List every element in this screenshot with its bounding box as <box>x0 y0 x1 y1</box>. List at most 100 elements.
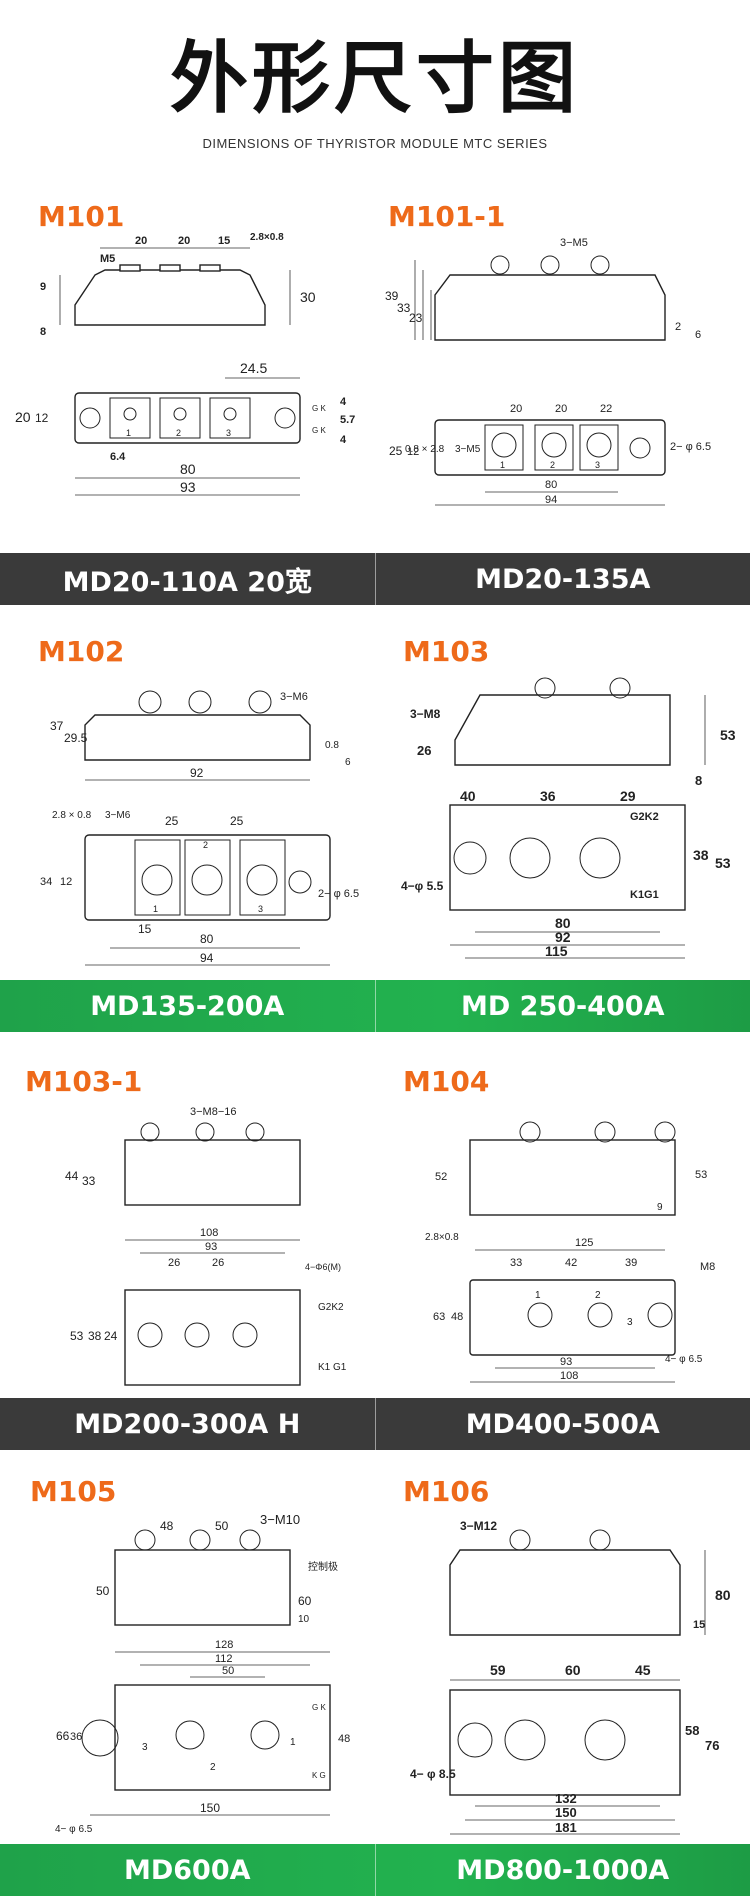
drawing-cell-m101: M101 M5 20 20 15 2.8×0.8 9 30 8 24.5 20 … <box>0 170 375 500</box>
svg-text:10: 10 <box>298 1614 310 1625</box>
model-name-right: MD800-1000A <box>456 1854 670 1886</box>
svg-text:4−φ 5.5: 4−φ 5.5 <box>401 879 444 893</box>
svg-text:2: 2 <box>675 321 681 333</box>
svg-text:9: 9 <box>657 1202 663 1213</box>
svg-text:1: 1 <box>290 1737 296 1748</box>
svg-text:25: 25 <box>165 814 179 828</box>
row-4: M105 48 50 3−M10 控制极 50 60 10 128 112 50… <box>0 1460 750 1840</box>
svg-text:1: 1 <box>153 904 158 914</box>
svg-text:26: 26 <box>212 1257 224 1269</box>
dimension-drawing: 3−M12 80 15 59 60 45 58 76 4− φ 8.5 132 … <box>410 1519 731 1835</box>
svg-text:53: 53 <box>695 1169 707 1181</box>
svg-text:G2K2: G2K2 <box>630 811 659 823</box>
drawing-cell-m106: M106 3−M12 80 15 59 60 45 58 76 4− φ 8.5… <box>375 1460 750 1840</box>
svg-text:59: 59 <box>490 1662 506 1678</box>
svg-text:12: 12 <box>60 876 72 888</box>
svg-text:80: 80 <box>180 461 196 477</box>
svg-text:36: 36 <box>70 1731 82 1743</box>
svg-text:3: 3 <box>258 904 263 914</box>
svg-text:3: 3 <box>595 460 600 470</box>
svg-text:66: 66 <box>56 1729 70 1743</box>
svg-text:60: 60 <box>298 1594 312 1608</box>
dimension-drawing: 3−M6 37 29.5 0.8 6 92 2.8 × 0.8 3−M6 25 … <box>40 690 359 966</box>
model-label: M102 <box>38 635 125 668</box>
svg-text:M5: M5 <box>100 253 115 265</box>
svg-text:2: 2 <box>595 1290 601 1301</box>
svg-text:94: 94 <box>200 951 214 965</box>
svg-text:80: 80 <box>555 915 571 931</box>
svg-text:181: 181 <box>555 1820 577 1835</box>
svg-text:125: 125 <box>575 1237 593 1249</box>
svg-text:39: 39 <box>385 289 399 303</box>
svg-text:2− φ 6.5: 2− φ 6.5 <box>318 888 359 900</box>
svg-text:53: 53 <box>720 727 736 743</box>
svg-text:3−M10: 3−M10 <box>260 1512 300 1527</box>
svg-text:2: 2 <box>550 460 555 470</box>
svg-text:38: 38 <box>88 1329 102 1343</box>
drawing-cell-m103-1: M103-1 3−M8−16 44 33 108 93 26 26 4−Φ6(M… <box>0 1050 375 1390</box>
svg-text:80: 80 <box>545 479 557 491</box>
row-1: M101 M5 20 20 15 2.8×0.8 9 30 8 24.5 20 … <box>0 170 750 506</box>
svg-text:G K: G K <box>312 1703 326 1712</box>
svg-text:3: 3 <box>627 1317 633 1328</box>
svg-text:80: 80 <box>715 1587 731 1603</box>
svg-text:76: 76 <box>705 1738 719 1753</box>
svg-text:53: 53 <box>70 1329 84 1343</box>
svg-text:42: 42 <box>565 1257 577 1269</box>
model-name-right: MD20-135A <box>475 563 651 595</box>
row-2: M102 3−M6 37 29.5 0.8 6 92 2.8 × 0.8 3−M… <box>0 620 750 980</box>
svg-text:48: 48 <box>160 1519 174 1533</box>
dimension-drawing: 3−M8−16 44 33 108 93 26 26 4−Φ6(M) 53 38… <box>65 1106 347 1386</box>
svg-text:25: 25 <box>389 444 403 458</box>
svg-text:8: 8 <box>695 773 702 788</box>
svg-text:3: 3 <box>226 428 231 438</box>
page-subtitle: DIMENSIONS OF THYRISTOR MODULE MTC SERIE… <box>202 136 548 151</box>
svg-text:2.8×0.8: 2.8×0.8 <box>425 1232 459 1243</box>
model-name-left: MD200-300A H <box>74 1408 301 1440</box>
svg-text:40: 40 <box>460 788 476 804</box>
svg-text:22: 22 <box>600 403 612 415</box>
svg-text:24.5: 24.5 <box>240 360 267 376</box>
svg-text:25: 25 <box>230 814 244 828</box>
svg-text:53: 53 <box>715 855 731 871</box>
svg-text:控制极: 控制极 <box>308 1560 338 1573</box>
svg-text:44: 44 <box>65 1169 79 1183</box>
svg-text:132: 132 <box>555 1791 577 1806</box>
svg-text:45: 45 <box>635 1662 651 1678</box>
dimension-drawing: 3−M8 26 53 8 4−φ 5.5 40 36 29 38 53 80 9… <box>401 677 736 959</box>
svg-text:37: 37 <box>50 719 64 733</box>
svg-text:2: 2 <box>176 428 181 438</box>
drawing-cell-m102: M102 3−M6 37 29.5 0.8 6 92 2.8 × 0.8 3−M… <box>0 620 375 980</box>
dimension-drawing: 48 50 3−M10 控制极 50 60 10 128 112 50 66 3… <box>55 1512 350 1835</box>
dimension-drawing: 3−M5 39 33 23 2 6 0.8 × 2.8 3−M5 20 20 2… <box>385 237 711 506</box>
svg-text:K G: K G <box>312 1771 326 1780</box>
model-band: MD200-300A H MD400-500A <box>0 1398 750 1450</box>
model-name-left: MD600A <box>123 1854 251 1886</box>
svg-text:36: 36 <box>540 788 556 804</box>
svg-text:4: 4 <box>340 396 347 408</box>
svg-text:3−M5: 3−M5 <box>560 237 588 249</box>
model-label: M106 <box>403 1475 490 1508</box>
svg-text:60: 60 <box>565 1662 581 1678</box>
svg-text:108: 108 <box>200 1227 218 1239</box>
svg-text:20: 20 <box>555 403 567 415</box>
svg-text:94: 94 <box>545 494 557 506</box>
svg-text:58: 58 <box>685 1723 699 1738</box>
model-band: MD600A MD800-1000A <box>0 1844 750 1896</box>
svg-text:15: 15 <box>138 922 152 936</box>
svg-text:5.7: 5.7 <box>340 414 355 426</box>
svg-text:3−M6: 3−M6 <box>105 810 131 821</box>
svg-text:0.8: 0.8 <box>325 740 339 751</box>
svg-text:150: 150 <box>200 1801 220 1815</box>
svg-text:29: 29 <box>620 788 636 804</box>
svg-text:K1 G1: K1 G1 <box>318 1362 347 1373</box>
model-label: M101 <box>38 200 125 233</box>
model-label: M103 <box>403 635 490 668</box>
model-label: M105 <box>30 1475 117 1508</box>
model-label: M103-1 <box>25 1065 143 1098</box>
svg-text:6: 6 <box>695 329 701 341</box>
svg-text:K1G1: K1G1 <box>630 889 659 901</box>
svg-text:20: 20 <box>15 409 31 425</box>
svg-text:38: 38 <box>693 847 709 863</box>
svg-text:63: 63 <box>433 1311 445 1323</box>
